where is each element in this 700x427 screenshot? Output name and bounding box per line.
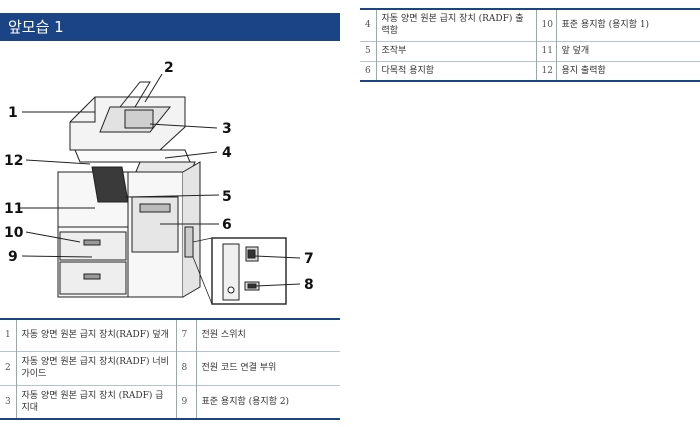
callout-label: 5 bbox=[222, 189, 232, 205]
part-number: 7 bbox=[175, 319, 196, 351]
table-row: 1 자동 양면 원본 급지 장치(RADF) 덮개 7 전원 스위치 bbox=[0, 319, 340, 351]
callout-label: 1 bbox=[8, 105, 18, 121]
page-title: 앞모습 1 bbox=[0, 13, 340, 41]
part-name: 자동 양면 원본 급지 장치 (RADF) 급지대 bbox=[15, 385, 176, 419]
table-row: 6 다목적 용지함 12 용지 출력함 bbox=[360, 61, 700, 81]
part-name: 앞 덮개 bbox=[555, 41, 700, 61]
part-name: 자동 양면 원본 급지 장치 (RADF) 출력함 bbox=[375, 9, 536, 41]
callout-label: 12 bbox=[4, 153, 23, 169]
part-number: 10 bbox=[535, 9, 556, 41]
parts-table-left: 1 자동 양면 원본 급지 장치(RADF) 덮개 7 전원 스위치 2 자동 … bbox=[0, 318, 340, 420]
callout-label: 9 bbox=[8, 249, 18, 265]
callout-label: 8 bbox=[304, 277, 314, 293]
part-number: 2 bbox=[5, 363, 11, 373]
part-name: 다목적 용지함 bbox=[375, 61, 536, 81]
part-number: 8 bbox=[175, 351, 196, 385]
part-name: 표준 용지함 (용지함 1) bbox=[555, 9, 700, 41]
part-number: 6 bbox=[365, 65, 371, 76]
callout-label: 4 bbox=[222, 145, 232, 161]
callout-label: 10 bbox=[4, 225, 24, 241]
table-row: 2 자동 양면 원본 급지 장치(RADF) 너비 가이드 8 전원 코드 연결… bbox=[0, 351, 340, 385]
parts-table-right: 4 자동 양면 원본 급지 장치 (RADF) 출력함 10 표준 용지함 (용… bbox=[360, 8, 700, 82]
part-name: 전원 스위치 bbox=[195, 319, 340, 351]
part-name: 자동 양면 원본 급지 장치(RADF) 덮개 bbox=[15, 319, 176, 351]
part-number: 4 bbox=[365, 20, 371, 31]
callout-label: 7 bbox=[304, 251, 314, 267]
printer-front-illustration: 1 2 3 4 5 6 7 8 9 10 11 12 bbox=[4, 60, 314, 305]
part-name: 전원 코드 연결 부위 bbox=[195, 351, 340, 385]
part-number: 9 bbox=[175, 385, 196, 419]
part-name: 조작부 bbox=[375, 41, 536, 61]
part-name: 자동 양면 원본 급지 장치(RADF) 너비 가이드 bbox=[15, 351, 176, 385]
part-number: 11 bbox=[535, 41, 556, 61]
table-row: 4 자동 양면 원본 급지 장치 (RADF) 출력함 10 표준 용지함 (용… bbox=[360, 9, 700, 41]
callout-label: 3 bbox=[222, 121, 232, 137]
part-number: 1 bbox=[5, 330, 11, 341]
callout-label: 2 bbox=[164, 60, 174, 76]
part-name: 표준 용지함 (용지함 2) bbox=[195, 385, 340, 419]
part-name: 용지 출력함 bbox=[555, 61, 700, 81]
callout-label: 11 bbox=[4, 201, 23, 217]
table-row: 5 조작부 11 앞 덮개 bbox=[360, 41, 700, 61]
callout-label: 6 bbox=[222, 217, 232, 233]
part-number: 3 bbox=[5, 396, 11, 407]
part-number: 5 bbox=[365, 46, 371, 56]
table-row: 3 자동 양면 원본 급지 장치 (RADF) 급지대 9 표준 용지함 (용지… bbox=[0, 385, 340, 419]
part-number: 12 bbox=[535, 61, 556, 81]
